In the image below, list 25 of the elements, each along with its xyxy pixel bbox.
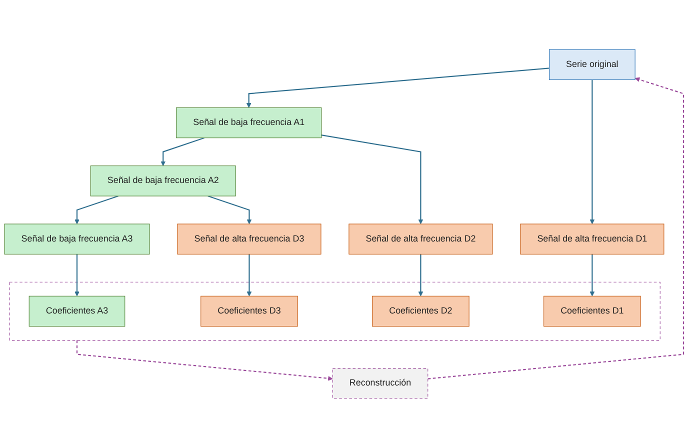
arrow <box>590 79 595 224</box>
arrow <box>246 254 252 296</box>
node-box: Coeficientes D2 <box>372 295 470 326</box>
arrow <box>428 76 684 379</box>
arrow <box>74 254 80 296</box>
arrow <box>76 340 333 380</box>
node-box: Señal de baja frecuencia A3 <box>4 223 150 254</box>
arrow <box>590 254 595 296</box>
node-box: Señal de baja frecuencia A1 <box>176 106 322 138</box>
cluster <box>9 281 660 340</box>
arrow <box>321 134 424 224</box>
node-box: Señal de alta frecuencia D3 <box>177 223 322 254</box>
arrow <box>418 254 424 296</box>
node-box: Reconstrucción <box>332 368 428 398</box>
arrow <box>246 67 550 108</box>
node-box: Señal de baja frecuencia A2 <box>90 165 236 196</box>
node-box: Serie original <box>549 48 636 80</box>
arrow <box>208 195 252 224</box>
node-box: Coeficientes D3 <box>200 295 298 326</box>
node-box: Coeficientes D1 <box>544 295 641 326</box>
node-box: Señal de alta frecuencia D1 <box>520 223 664 254</box>
arrow <box>160 136 204 166</box>
node-box: Coeficientes A3 <box>28 295 126 326</box>
arrow <box>74 195 119 224</box>
node-box: Señal de alta frecuencia D2 <box>348 223 493 254</box>
